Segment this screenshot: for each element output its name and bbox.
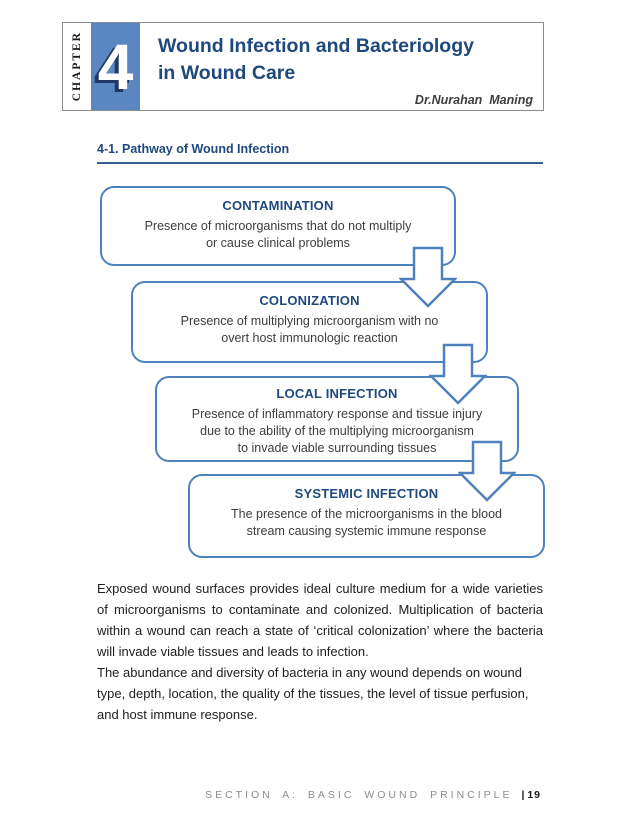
flow-step-body: Presence of inflammatory response and ti… (191, 407, 483, 455)
flow-step-title: SYSTEMIC INFECTION (294, 486, 439, 501)
body-paragraph: Exposed wound surfaces provides ideal cu… (97, 581, 543, 659)
flow-step-contamination: CONTAMINATION Presence of microorganisms… (100, 186, 456, 266)
chapter-label: CHAPTER (71, 31, 83, 102)
chapter-label-column: CHAPTER (63, 23, 91, 110)
chapter-number-badge: 4 (91, 23, 140, 110)
body-text: Exposed wound surfaces provides ideal cu… (97, 578, 543, 725)
chapter-header: CHAPTER 4 Wound Infection and Bacteriolo… (62, 22, 544, 111)
flow-step-title: CONTAMINATION (222, 198, 334, 213)
chapter-title: Wound Infection and Bacteriology in Woun… (158, 35, 474, 84)
page-number: 19 (527, 789, 541, 801)
flow-step-title: LOCAL INFECTION (276, 386, 398, 401)
footer-section-label: SECTION A: BASIC WOUND PRINCIPLE (205, 789, 513, 801)
down-arrow-icon (458, 440, 516, 502)
down-arrow-icon (429, 343, 487, 405)
down-arrow-icon (399, 246, 457, 308)
flow-step-body: Presence of multiplying microorganism wi… (180, 314, 439, 345)
footer-separator: | (521, 789, 525, 801)
chapter-author: Dr.Nurahan Maning (414, 93, 533, 107)
flow-step-body: The presence of the microorganisms in th… (231, 507, 502, 538)
chapter-number: 4 (97, 30, 134, 103)
section-heading: 4-1. Pathway of Wound Infection (97, 142, 543, 164)
flow-step-body: Presence of microorganisms that do not m… (144, 219, 412, 250)
page-footer: SECTION A: BASIC WOUND PRINCIPLE | 19 (97, 789, 541, 801)
flow-step-title: COLONIZATION (259, 293, 360, 308)
body-paragraph: The abundance and diversity of bacteria … (97, 665, 529, 722)
